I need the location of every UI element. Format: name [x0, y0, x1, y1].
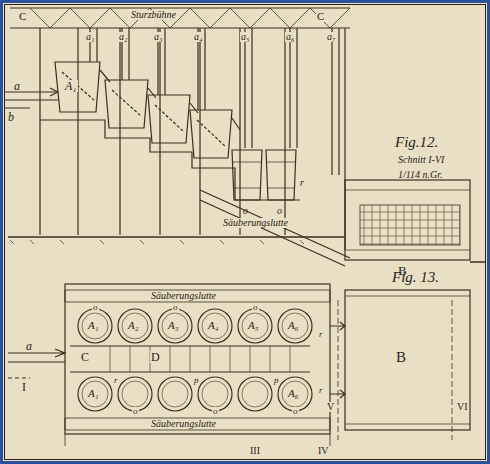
drawing-label: p: [193, 376, 200, 385]
drawing-label: a₅: [240, 32, 250, 42]
drawing-label: A₆: [287, 320, 300, 331]
drawing-label: A₁: [64, 80, 78, 92]
drawing-label: a₆: [285, 32, 295, 42]
drawing-label: III: [250, 446, 260, 456]
drawing-label: o: [277, 206, 282, 216]
drawing-label: Säuberungslutte: [222, 218, 289, 228]
drawing-label: A₁: [87, 320, 100, 331]
drawing-label: r: [300, 178, 304, 188]
drawing-label: a₁: [85, 32, 95, 42]
drawing-label: a₄: [193, 32, 203, 42]
drawing-label: A₆: [287, 388, 300, 399]
drawing-label: VI: [456, 402, 469, 412]
drawing-label: Säuberungslutte: [150, 419, 217, 429]
drawing-label: a₂: [118, 32, 128, 42]
drawing-label: A₅: [247, 320, 260, 331]
drawing-label: o: [243, 206, 248, 216]
drawing-label: a₇: [326, 32, 336, 42]
drawing-label: 1/114 n.Gr.: [398, 170, 443, 180]
drawing-label: V: [326, 402, 335, 412]
drawing-label: B: [395, 350, 407, 365]
drawing-label: b: [8, 111, 14, 123]
drawing-label: r: [318, 330, 324, 339]
drawing-label: a: [14, 80, 20, 92]
drawing-label: IV: [318, 446, 329, 456]
drawing-label: a₃: [153, 32, 163, 42]
drawing-label: o: [252, 303, 259, 312]
drawing-label: A₁: [87, 388, 100, 399]
drawing-label: Sturzbühne: [130, 10, 177, 20]
drawing-label: o: [212, 407, 219, 416]
drawing-label: o: [292, 407, 299, 416]
drawing-label: Schnitt I-VI: [398, 155, 444, 165]
drawing-label: Fig. 13.: [392, 270, 439, 285]
drawing-label: Säuberungslutte: [150, 291, 217, 301]
drawing-label: r: [113, 376, 119, 385]
drawing-label: I: [22, 381, 26, 393]
drawing-label: o: [172, 303, 179, 312]
drawing-label: A₂: [127, 320, 140, 331]
drawing-label: p: [273, 376, 280, 385]
drawing-label: A₃: [167, 320, 180, 331]
drawing-label: Fig.12.: [395, 135, 438, 150]
drawing-label: r: [318, 386, 324, 395]
drawing-label: C: [316, 11, 325, 22]
drawing-label: C: [80, 351, 90, 363]
drawing-label: a: [26, 340, 32, 352]
drawing-label: D: [150, 351, 161, 363]
drawing-label: o: [132, 407, 139, 416]
drawing-label: o: [92, 303, 99, 312]
drawing-label: C: [18, 11, 27, 22]
drawing-label: A₄: [207, 320, 220, 331]
